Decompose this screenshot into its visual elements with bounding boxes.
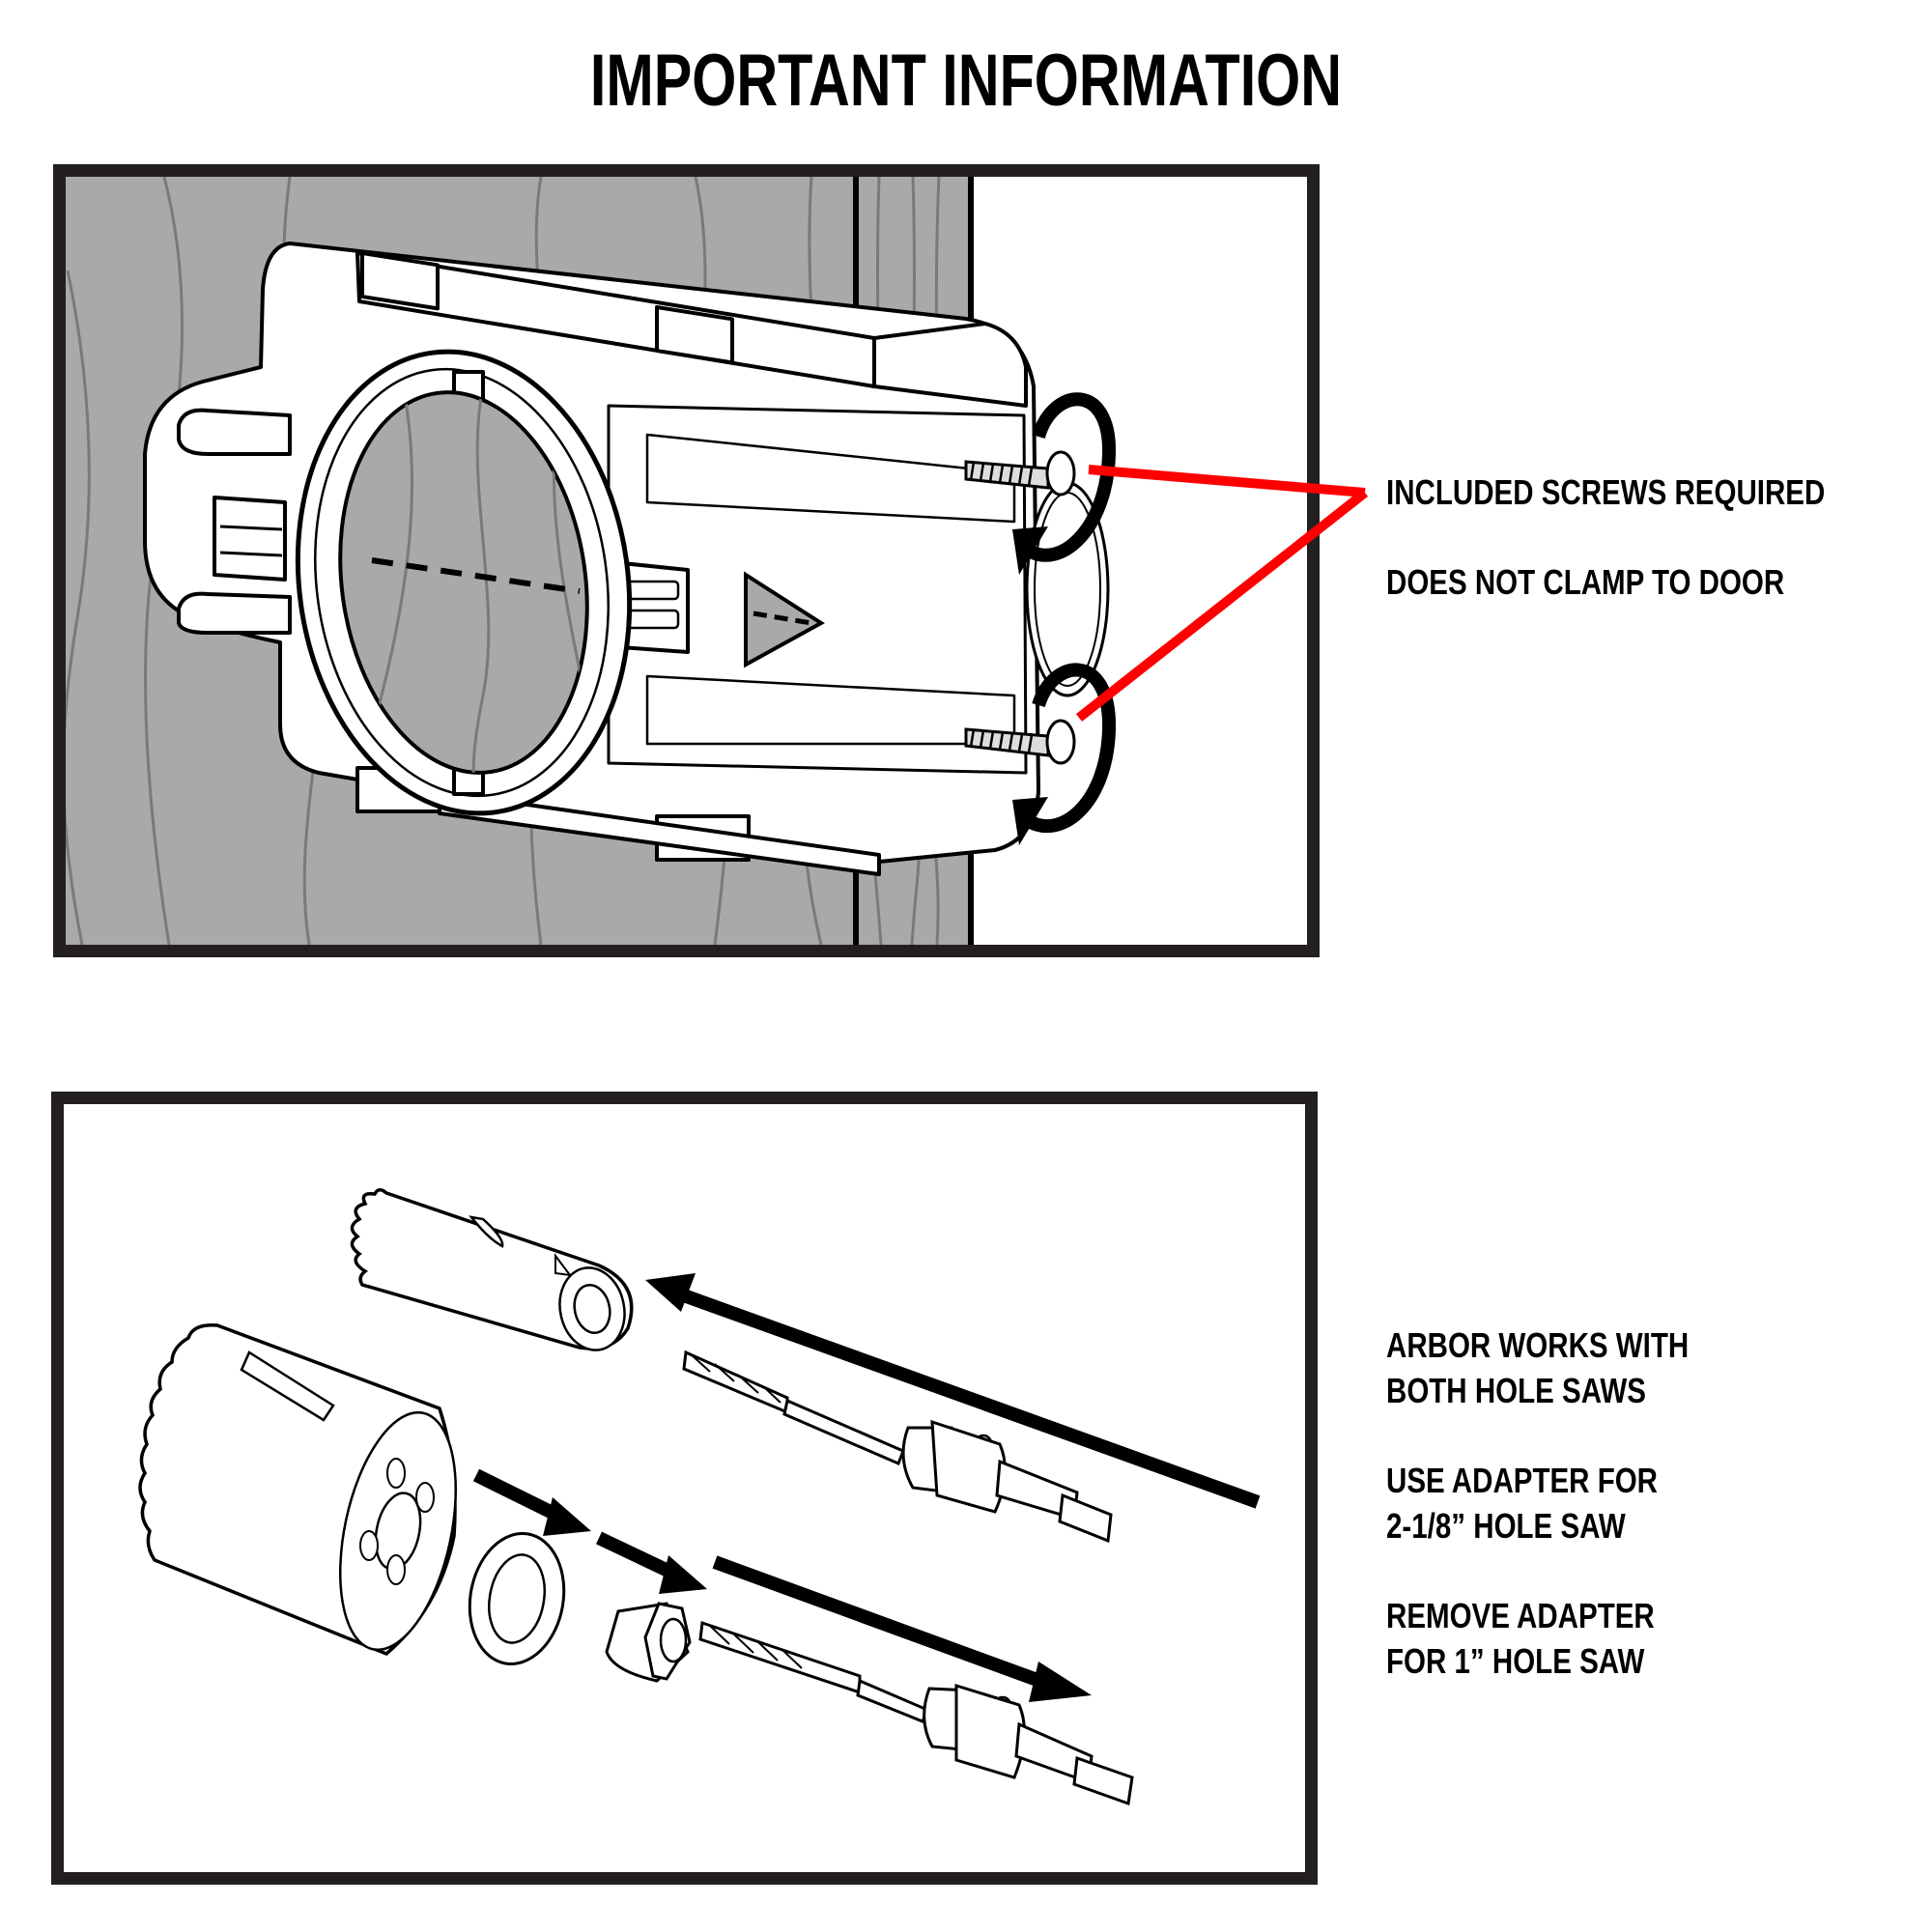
note-arbor-line-2: BOTH HOLE SAWS bbox=[1386, 1371, 1646, 1410]
rotate-arrowhead-upper bbox=[1012, 526, 1048, 575]
hole-saw-small bbox=[350, 1188, 634, 1351]
jig-top-rail-face bbox=[872, 322, 1028, 408]
panel-top-frame bbox=[53, 164, 1320, 957]
note-use-adapter-line-1: USE ADAPTER FOR bbox=[1386, 1461, 1659, 1500]
bore-hole bbox=[338, 376, 594, 789]
screw-upper bbox=[964, 450, 1076, 497]
backset-marker bbox=[744, 571, 825, 668]
note-remove-adapter-line-1: REMOVE ADAPTER bbox=[1386, 1596, 1655, 1635]
rotate-arrowhead-lower bbox=[1012, 797, 1048, 845]
jig-left-grip bbox=[213, 496, 287, 582]
arrow-to-small-saw bbox=[645, 1273, 1261, 1509]
panel-bottom-frame bbox=[51, 1092, 1318, 1885]
jig-top-tab-left bbox=[360, 250, 440, 311]
jig-left-rib-upper bbox=[177, 408, 292, 456]
arbor-drill-upper bbox=[682, 1350, 1113, 1544]
rotate-arrow-lower bbox=[1025, 663, 1117, 833]
callout-included-screws: INCLUDED SCREWS REQUIRED bbox=[1386, 472, 1826, 512]
adapter bbox=[605, 1602, 692, 1683]
jig-top-tab-right bbox=[655, 304, 734, 365]
arbor-drill-lower bbox=[698, 1620, 1134, 1806]
page-title: IMPORTANT INFORMATION bbox=[589, 40, 1343, 122]
note-remove-adapter-line-2: FOR 1” HOLE SAW bbox=[1386, 1641, 1645, 1681]
washer bbox=[468, 1532, 566, 1665]
assembly-arrow-2 bbox=[595, 1531, 707, 1594]
hole-saw-large bbox=[138, 1323, 457, 1657]
jig-housing-upper-panel bbox=[645, 433, 1016, 524]
callout-leader bbox=[1075, 465, 1369, 722]
assembly-arrow-1 bbox=[472, 1468, 591, 1536]
jig-left-rib-lower bbox=[177, 591, 292, 635]
callout-does-not-clamp: DOES NOT CLAMP TO DOOR bbox=[1386, 562, 1785, 602]
note-arbor-line-1: ARBOR WORKS WITH bbox=[1386, 1325, 1690, 1365]
center-line-dashed bbox=[371, 557, 581, 594]
note-use-adapter-line-2: 2-1/8” HOLE SAW bbox=[1386, 1506, 1626, 1546]
screw-lower bbox=[964, 719, 1076, 765]
arrow-to-lower-drill bbox=[712, 1555, 1092, 1702]
rotate-arrow-upper bbox=[1025, 392, 1117, 562]
